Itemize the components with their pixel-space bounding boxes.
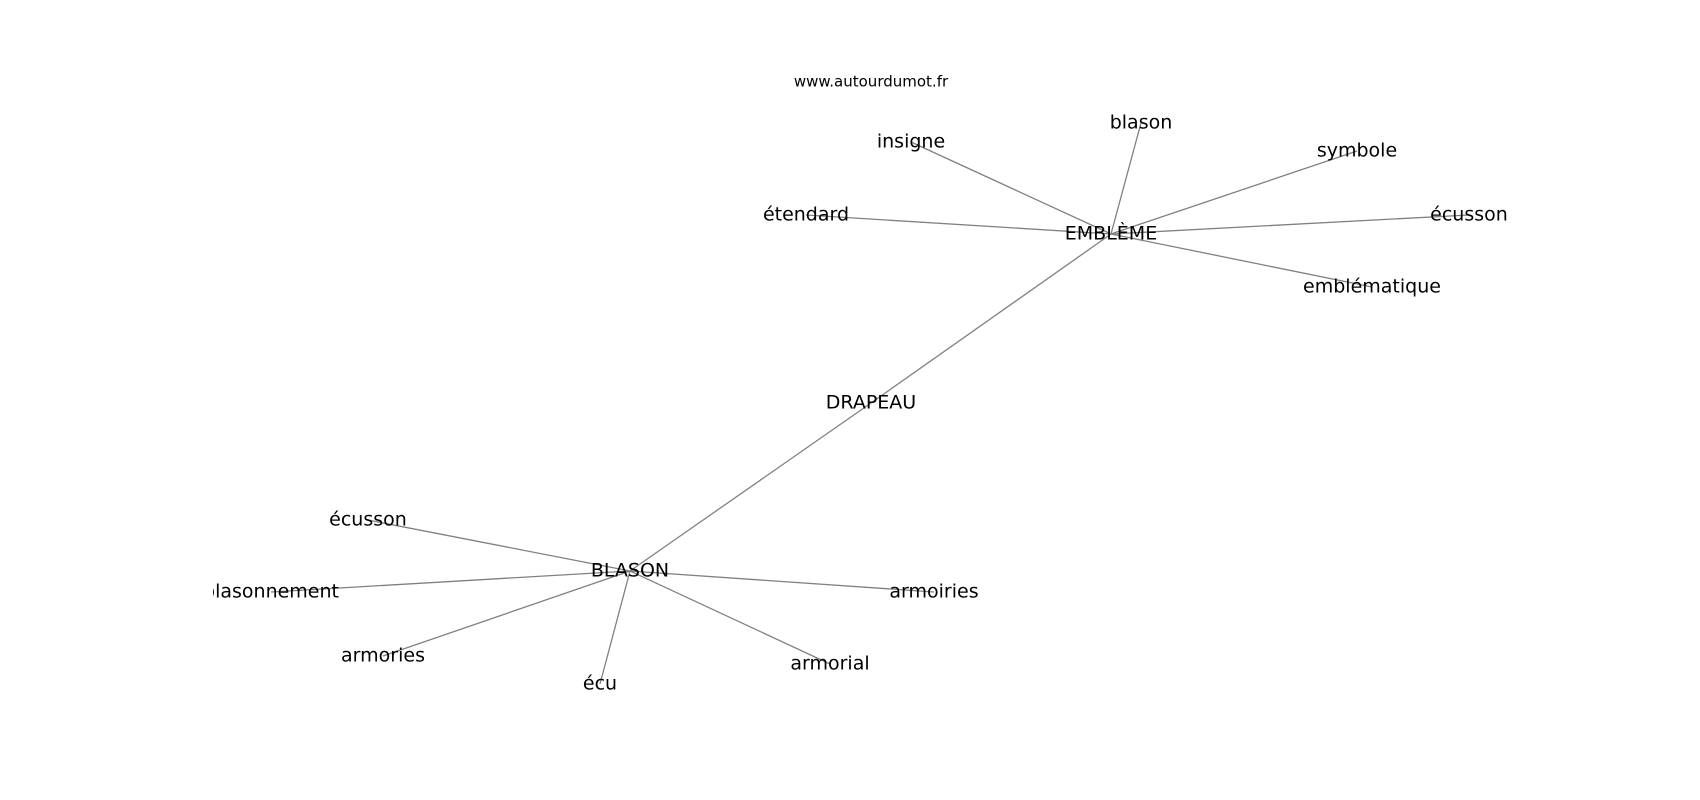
edge-blason-armorial [629, 570, 831, 665]
node-embleme-blason[interactable]: blason [1110, 112, 1173, 134]
node-embleme-insigne[interactable]: insigne [877, 131, 945, 153]
edge-embleme-emblematique [1110, 233, 1373, 288]
node-blason-blasonnement[interactable]: blasonnement [203, 581, 339, 603]
edge-blason-ecu [599, 570, 631, 685]
edge-blason-armoiries [629, 570, 935, 593]
label-layer: DRAPEAU EMBLÈME insigne blason symbole étenda… [203, 112, 1508, 695]
node-drapeau[interactable]: DRAPEAU [826, 392, 916, 414]
edge-embleme-ecusson [1110, 214, 1470, 235]
edge-embleme-symbole [1110, 150, 1358, 235]
node-blason-armorial[interactable]: armorial [790, 653, 869, 675]
node-blason-ecusson[interactable]: écusson [329, 509, 407, 531]
node-blason-ecu[interactable]: écu [583, 673, 617, 695]
node-blason-armories[interactable]: armories [341, 645, 425, 667]
node-embleme-emblematique[interactable]: emblématique [1303, 276, 1441, 298]
edge-drapeau-blason [629, 402, 872, 572]
node-embleme[interactable]: EMBLÈME [1065, 222, 1157, 245]
edge-blason-ecusson [367, 519, 631, 572]
edge-embleme-blason [1110, 122, 1142, 235]
node-embleme-etendard[interactable]: étendard [763, 204, 849, 226]
node-embleme-symbole[interactable]: symbole [1317, 140, 1397, 162]
edge-layer [270, 122, 1470, 685]
node-blason-armoiries[interactable]: armoiries [889, 581, 978, 603]
edge-blason-blasonnement [270, 570, 631, 593]
edge-embleme-insigne [910, 141, 1112, 235]
watermark-text: www.autourdumot.fr [794, 73, 949, 91]
edge-drapeau-embleme [870, 233, 1112, 404]
node-blason[interactable]: BLASON [591, 560, 669, 582]
edge-blason-armories [382, 570, 631, 657]
node-embleme-ecusson[interactable]: écusson [1430, 204, 1508, 226]
edge-embleme-etendard [805, 214, 1112, 235]
